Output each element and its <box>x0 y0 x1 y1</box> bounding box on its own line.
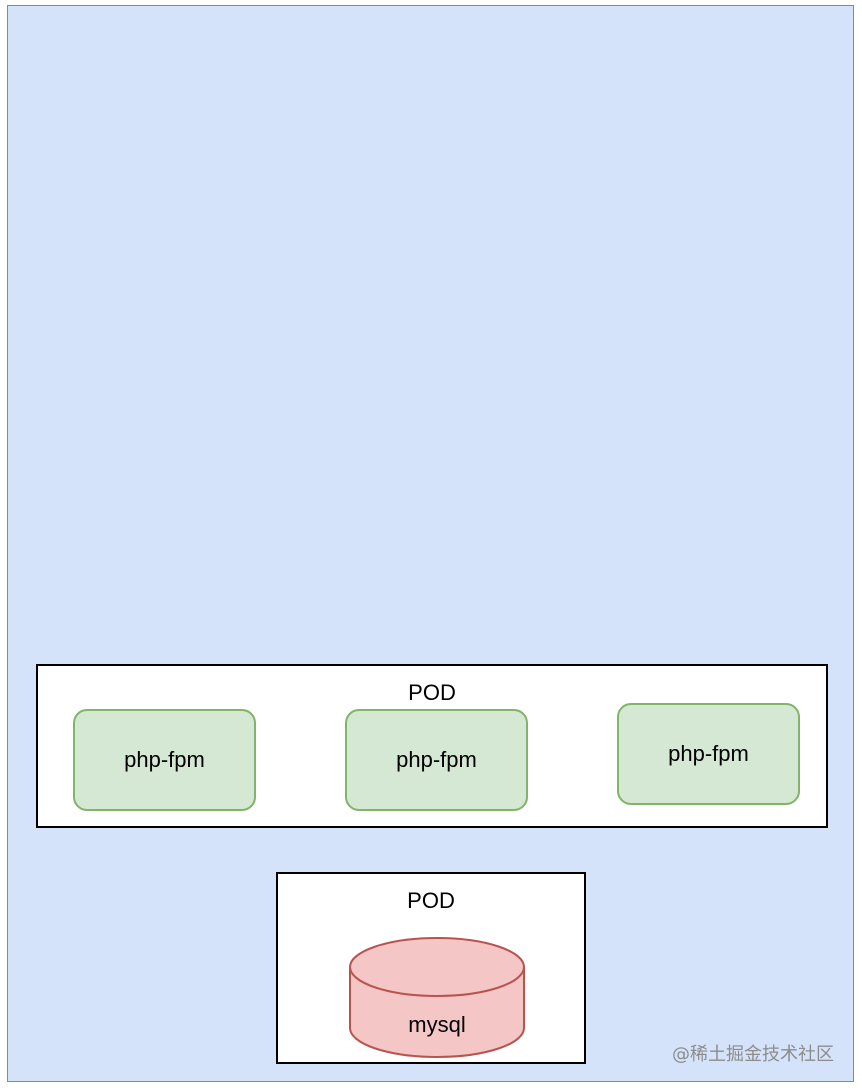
cylinder-top <box>349 937 525 997</box>
mysql-label: mysql <box>408 1012 466 1037</box>
php-fpm-container-1: php-fpm <box>73 709 256 811</box>
php-fpm-label-1: php-fpm <box>124 747 205 772</box>
db-pod: POD mysql <box>276 872 586 1064</box>
php-fpm-container-3: php-fpm <box>617 703 800 805</box>
php-pod-label: POD <box>408 680 456 705</box>
database-cylinder-icon <box>349 937 525 1058</box>
php-fpm-container-2: php-fpm <box>345 709 528 811</box>
php-pod: POD php-fpm php-fpm php-fpm <box>36 664 828 828</box>
watermark-text: @稀土掘金技术社区 <box>672 1044 834 1065</box>
php-fpm-label-2: php-fpm <box>396 747 477 772</box>
php-fpm-label-3: php-fpm <box>668 741 749 766</box>
db-pod-label: POD <box>407 888 455 913</box>
